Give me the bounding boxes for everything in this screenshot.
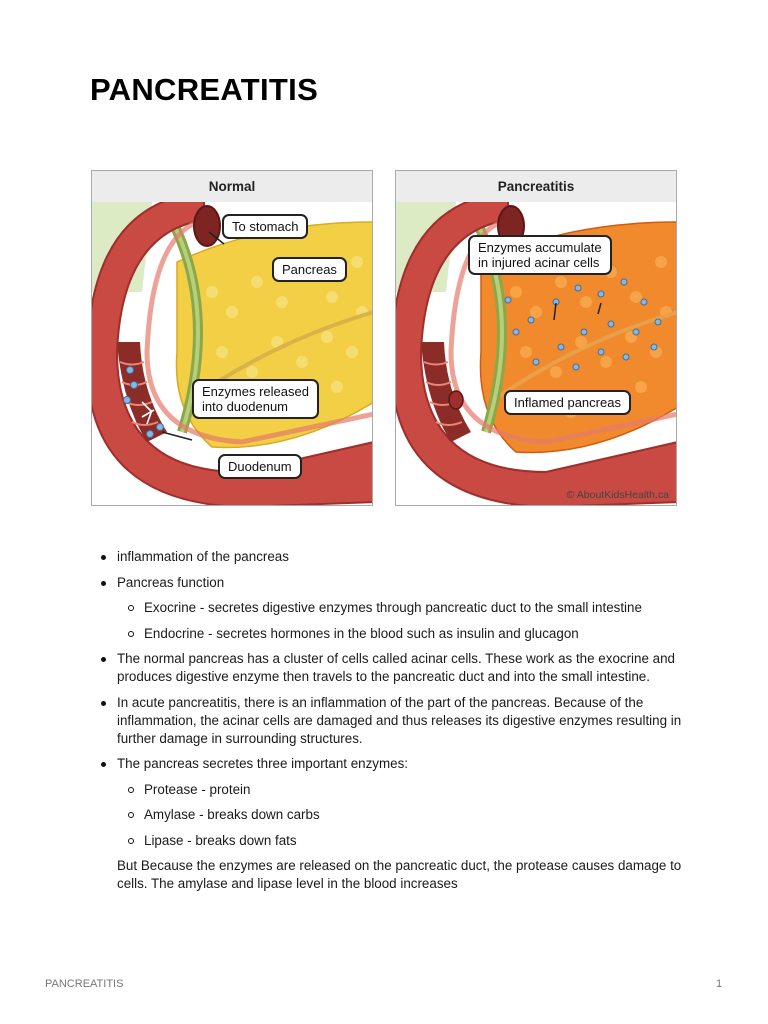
sub-bullet-exocrine: Exocrine - secretes digestive enzymes th… [98, 599, 682, 617]
callout-pancreas: Pancreas [272, 257, 347, 282]
page-title: PANCREATITIS [90, 72, 319, 107]
footer-title: PANCREATITIS [45, 978, 124, 990]
panel-header-pancreatitis: Pancreatitis [396, 171, 676, 203]
figure-normal-panel: Normal [91, 170, 373, 506]
bullet-acinar-cells: The normal pancreas has a cluster of cel… [98, 650, 682, 686]
callout-enzymes-released-line1: Enzymes released [202, 384, 309, 399]
callout-enzymes-accumulate-line2: in injured acinar cells [478, 255, 600, 270]
callout-to-stomach: To stomach [222, 214, 309, 239]
sub-bullet-protease: Protease - protein [98, 781, 682, 799]
notes-content: inflammation of the pancreas Pancreas fu… [98, 548, 682, 901]
sub-bullet-amylase: Amylase - breaks down carbs [98, 806, 682, 824]
bullet-definition: inflammation of the pancreas [98, 548, 682, 566]
callout-enzymes-accumulate: Enzymes accumulate in injured acinar cel… [468, 235, 612, 275]
image-credit: © AboutKidsHealth.ca [566, 489, 669, 501]
sub-bullet-endocrine: Endocrine - secretes hormones in the blo… [98, 625, 682, 643]
page-number: 1 [716, 978, 723, 990]
callout-inflamed-pancreas: Inflamed pancreas [504, 390, 631, 415]
callout-duodenum: Duodenum [218, 454, 302, 479]
callout-enzymes-accumulate-line1: Enzymes accumulate [478, 240, 602, 255]
bullet-pancreas-function: Pancreas function [98, 574, 682, 592]
bullet-three-enzymes: The pancreas secretes three important en… [98, 755, 682, 773]
sub-bullet-lipase: Lipase - breaks down fats [98, 832, 682, 850]
bullet-acute-pancreatitis: In acute pancreatitis, there is an infla… [98, 694, 682, 748]
callout-enzymes-released: Enzymes released into duodenum [192, 379, 319, 419]
panel-header-normal: Normal [92, 171, 372, 203]
notes-list: inflammation of the pancreas Pancreas fu… [98, 548, 682, 850]
callout-enzymes-released-line2: into duodenum [202, 399, 289, 414]
figure-pancreatitis-panel: Pancreatitis [395, 170, 677, 506]
closing-paragraph: But Because the enzymes are released on … [117, 858, 682, 891]
